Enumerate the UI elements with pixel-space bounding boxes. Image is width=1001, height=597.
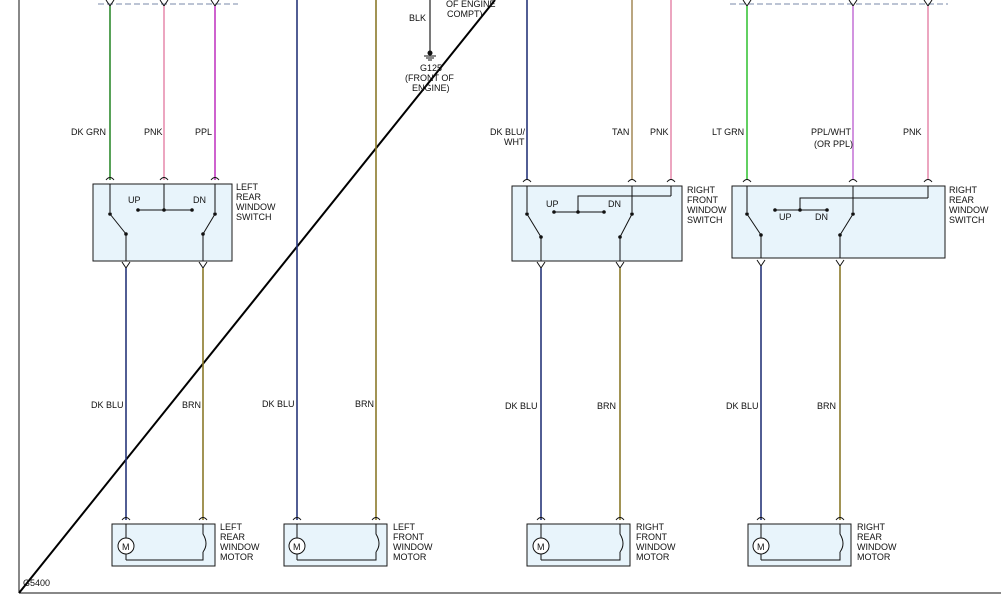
switch-label: WINDOW xyxy=(236,202,276,212)
ground-location: ENGINE) xyxy=(412,83,450,93)
wire-label: BRN xyxy=(182,400,201,410)
wire-label: BRN xyxy=(355,399,374,409)
switch-label: RIGHT xyxy=(687,185,716,195)
switch-dn-label: DN xyxy=(193,195,206,205)
wire-label: TAN xyxy=(612,127,629,137)
motor-label: WINDOW xyxy=(393,542,433,552)
motor-label: MOTOR xyxy=(857,552,891,562)
motor-label: MOTOR xyxy=(636,552,670,562)
switch-label: REAR xyxy=(949,195,975,205)
wire-label: DK BLU xyxy=(262,399,295,409)
switch-label: WINDOW xyxy=(687,205,727,215)
motor-label: REAR xyxy=(220,532,246,542)
right-front-circuit: DK BLU/ WHT TAN PNK UP DN RIGHT FRONT WI… xyxy=(490,0,727,567)
wire-label: DK GRN xyxy=(71,127,106,137)
motor-label: WINDOW xyxy=(636,542,676,552)
switch-dn-label: DN xyxy=(815,212,828,222)
wire-label: LT GRN xyxy=(712,127,744,137)
left-rear-window-switch xyxy=(92,183,233,262)
switch-label: WINDOW xyxy=(949,205,989,215)
right-front-window-switch xyxy=(511,185,683,262)
wire-label: PPL xyxy=(195,127,212,137)
wire-label: DK BLU xyxy=(726,401,759,411)
right-rear-circuit: LT GRN PPL/WHT (OR PPL) PNK UP DN RIGHT … xyxy=(712,0,989,567)
switch-label: REAR xyxy=(236,192,262,202)
motor-label: WINDOW xyxy=(857,542,897,552)
motor-symbol: M xyxy=(122,542,130,552)
wire-label: PNK xyxy=(903,127,922,137)
motor-label: FRONT xyxy=(636,532,667,542)
ground-name: G125 xyxy=(420,63,442,73)
motor-label: LEFT xyxy=(220,522,243,532)
wire-label: PNK xyxy=(650,127,669,137)
switch-label: FRONT xyxy=(687,195,718,205)
wire-label: DK BLU xyxy=(505,401,538,411)
motor-label: REAR xyxy=(857,532,883,542)
switch-label: SWITCH xyxy=(949,215,985,225)
ground-note: OF ENGINE xyxy=(446,0,496,9)
wire-label: DK BLU xyxy=(91,400,124,410)
motor-label: MOTOR xyxy=(393,552,427,562)
motor-label: MOTOR xyxy=(220,552,254,562)
left-rear-circuit: DK GRN PNK PPL UP DN LEFT REAR WINDOW SW… xyxy=(71,0,276,567)
switch-label: SWITCH xyxy=(687,215,723,225)
ground-location: (FRONT OF xyxy=(405,73,454,83)
wire-label: PNK xyxy=(144,127,163,137)
motor-label: RIGHT xyxy=(857,522,886,532)
switch-label: RIGHT xyxy=(949,185,978,195)
ground-note: COMPT) xyxy=(447,9,483,19)
motor-symbol: M xyxy=(757,542,765,552)
switch-label: LEFT xyxy=(236,182,259,192)
right-rear-window-switch xyxy=(731,185,946,259)
wire-label: PPL/WHT xyxy=(811,127,852,137)
motor-symbol: M xyxy=(293,542,301,552)
diagonal-separator xyxy=(18,0,496,594)
switch-up-label: UP xyxy=(546,199,559,209)
wire-label: (OR PPL) xyxy=(814,139,853,149)
ground-g125: BLK G125 (FRONT OF ENGINE) OF ENGINE COM… xyxy=(405,0,496,93)
motor-label: RIGHT xyxy=(636,522,665,532)
diagram-id: G5400 xyxy=(23,578,50,588)
right-front-window-motor xyxy=(526,523,631,567)
wire-label: WHT xyxy=(504,137,525,147)
motor-label: LEFT xyxy=(393,522,416,532)
motor-label: FRONT xyxy=(393,532,424,542)
switch-up-label: UP xyxy=(779,212,792,222)
wire-label: BRN xyxy=(817,401,836,411)
wire-label: DK BLU/ xyxy=(490,127,526,137)
switch-dn-label: DN xyxy=(608,199,621,209)
motor-symbol: M xyxy=(537,542,545,552)
motor-label: WINDOW xyxy=(220,542,260,552)
switch-label: SWITCH xyxy=(236,212,272,222)
switch-up-label: UP xyxy=(128,195,141,205)
wire-label: BRN xyxy=(597,401,616,411)
left-front-circuit: DK BLU BRN M LEFT FRONT WINDOW MOTOR xyxy=(262,0,433,567)
ground-wire-label: BLK xyxy=(409,13,426,23)
